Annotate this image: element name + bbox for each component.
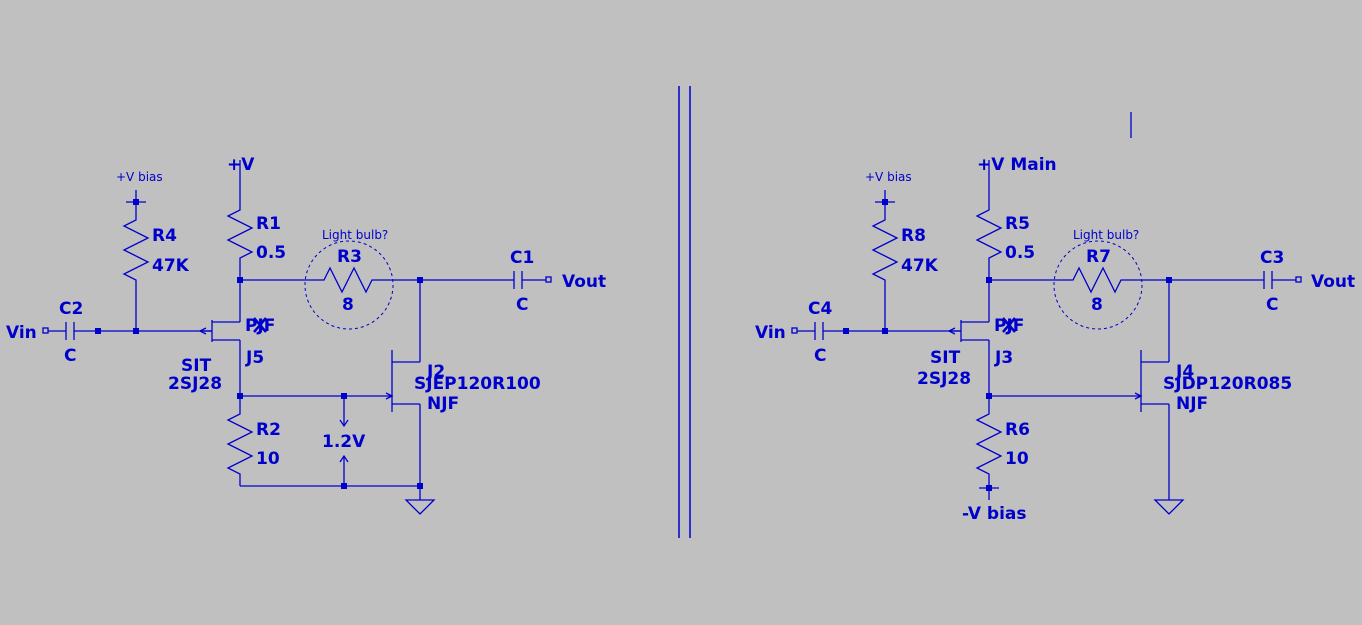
label-r2-name: R2 — [256, 420, 281, 440]
label-j5-model: PJF — [245, 316, 275, 336]
light-bulb-outline-r3 — [304, 240, 394, 330]
label-c1-value: C — [516, 295, 528, 315]
label-vmeas: 1.2V — [322, 432, 366, 452]
label-j5-name: J5 — [245, 348, 264, 368]
left-circuit: Vin C2 C +V bias R4 47K +V R1 0.5 Light … — [6, 155, 606, 515]
transistor-j2[interactable] — [391, 280, 421, 500]
label-r7-value: 8 — [1091, 295, 1103, 315]
label-vin-left: Vin — [6, 323, 37, 343]
label-c4-value: C — [814, 346, 826, 366]
label-c2-name: C2 — [59, 299, 83, 319]
ground-symbol-left — [404, 499, 436, 515]
resistor-r3[interactable] — [306, 266, 420, 294]
capacitor-c4[interactable] — [814, 322, 824, 340]
label-vout-left: Vout — [562, 272, 606, 292]
label-j5-type: SIT — [181, 356, 212, 376]
label-vout-right: Vout — [1311, 272, 1355, 292]
label-vpos-left: +V — [227, 155, 255, 175]
x-marker-j3 — [1002, 317, 1016, 333]
label-vneg-right: -V bias — [962, 504, 1026, 524]
transistor-j3[interactable] — [947, 280, 990, 396]
label-j4-name: J4 — [1175, 362, 1194, 382]
voltage-measure-arrows — [339, 399, 349, 486]
x-marker-j5 — [253, 317, 267, 333]
label-r7-name: R7 — [1086, 247, 1111, 267]
label-j3-part: 2SJ28 — [917, 369, 971, 389]
label-j3-name: J3 — [994, 348, 1013, 368]
label-j3-model: PJF — [994, 316, 1024, 336]
label-c3-value: C — [1266, 295, 1278, 315]
label-c3-name: C3 — [1260, 248, 1284, 268]
vout-port-left[interactable] — [545, 276, 552, 283]
label-j2-model: NJF — [427, 394, 459, 414]
label-r3-value: 8 — [342, 295, 354, 315]
label-j5-part: 2SJ28 — [168, 374, 222, 394]
label-light-right: Light bulb? — [1073, 228, 1139, 242]
label-vbias-left: +V bias — [116, 170, 163, 184]
label-r4-name: R4 — [152, 226, 177, 246]
vout-port-right[interactable] — [1295, 276, 1302, 283]
label-r6-name: R6 — [1005, 420, 1030, 440]
label-r4-value: 47K — [152, 256, 190, 276]
label-r2-value: 10 — [256, 449, 280, 469]
resistor-r4[interactable] — [122, 214, 150, 331]
resistor-r1[interactable] — [226, 204, 254, 280]
label-r8-name: R8 — [901, 226, 926, 246]
label-vpos-right: +V Main — [977, 155, 1057, 175]
capacitor-c3[interactable] — [1263, 271, 1273, 289]
resistor-r8[interactable] — [871, 214, 899, 331]
label-vbias-right: +V bias — [865, 170, 912, 184]
label-r8-value: 47K — [901, 256, 939, 276]
vin-port-left[interactable] — [42, 327, 49, 334]
transistor-j5[interactable] — [198, 280, 241, 396]
resistor-r6[interactable] — [975, 396, 1003, 500]
label-j4-model: NJF — [1176, 394, 1208, 414]
label-light-left: Light bulb? — [322, 228, 388, 242]
label-j3-type: SIT — [930, 348, 961, 368]
transistor-j4[interactable] — [1140, 280, 1170, 500]
label-c1-name: C1 — [510, 248, 534, 268]
label-r6-value: 10 — [1005, 449, 1029, 469]
right-circuit: Vin C4 C +V bias R8 47K +V Main R5 0.5 L… — [755, 155, 1355, 524]
label-r5-name: R5 — [1005, 214, 1030, 234]
label-j2-part: SJEP120R100 — [414, 374, 541, 394]
resistor-r7[interactable] — [1055, 266, 1169, 294]
label-c2-value: C — [64, 346, 76, 366]
divider — [678, 86, 691, 538]
label-vin-right: Vin — [755, 323, 786, 343]
label-c4-name: C4 — [808, 299, 832, 319]
capacitor-c1[interactable] — [513, 271, 523, 289]
ground-symbol-right — [1153, 499, 1185, 515]
label-r3-name: R3 — [337, 247, 362, 267]
label-j2-name: J2 — [426, 362, 445, 382]
vin-port-right[interactable] — [791, 327, 798, 334]
label-r5-value: 0.5 — [1005, 243, 1035, 263]
light-bulb-outline-r7 — [1053, 240, 1143, 330]
resistor-r2[interactable] — [226, 396, 254, 486]
capacitor-c2[interactable] — [65, 322, 75, 340]
label-j4-part: SJDP120R085 — [1163, 374, 1292, 394]
resistor-r5[interactable] — [975, 204, 1003, 280]
label-r1-value: 0.5 — [256, 243, 286, 263]
label-r1-name: R1 — [256, 214, 281, 234]
